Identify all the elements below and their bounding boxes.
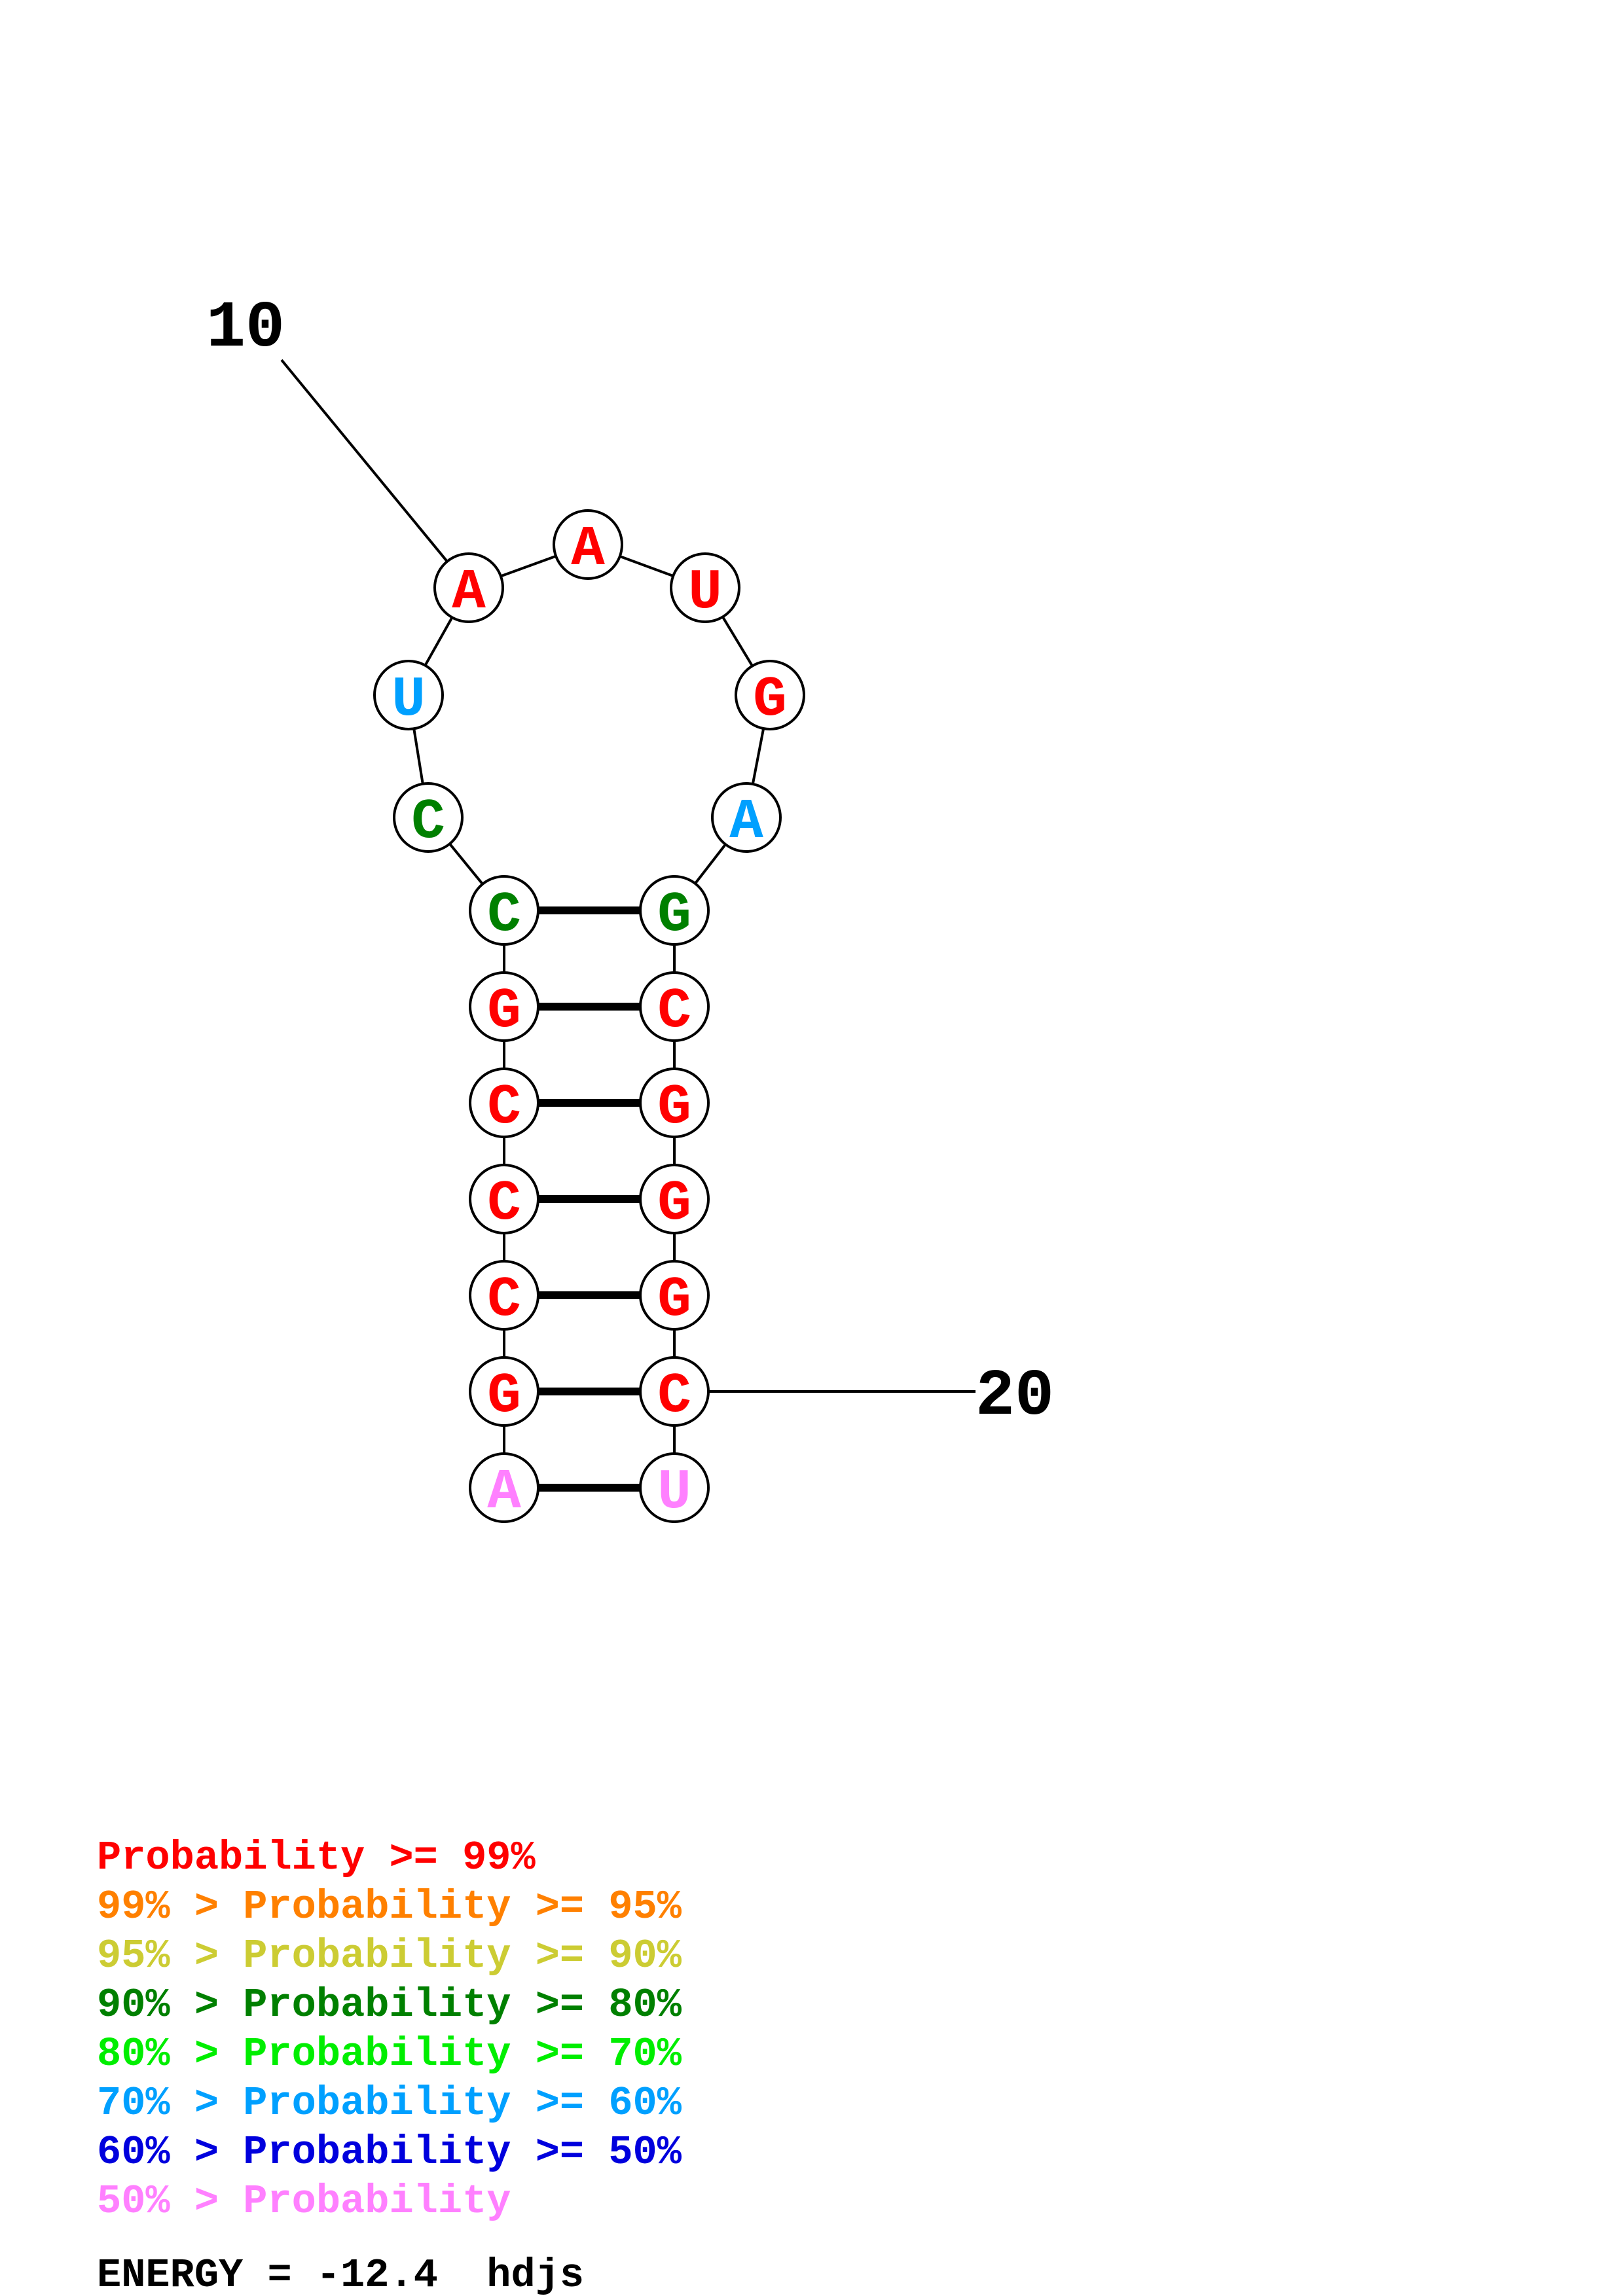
base-pair-layer: [538, 906, 640, 1492]
nucleotide-base: A: [729, 790, 763, 854]
nucleotide-circle: [735, 660, 805, 730]
nucleotide-base: G: [657, 1268, 691, 1332]
nucleotide-base: G: [487, 1364, 521, 1428]
nucleotide-base: C: [487, 1268, 521, 1332]
nucleotide-base: C: [657, 1364, 691, 1428]
nucleotide: C: [469, 875, 539, 947]
nucleotide-circle: [639, 1067, 710, 1138]
nucleotide: A: [711, 782, 782, 854]
position-label: 20: [976, 1360, 1054, 1434]
nucleotide-base: G: [657, 1172, 691, 1236]
nucleotide-circle: [639, 1164, 710, 1234]
nucleotide: C: [469, 1260, 539, 1332]
nucleotide-base: A: [571, 517, 605, 581]
nucleotide-base: U: [657, 1460, 691, 1524]
nucleotide: U: [670, 552, 740, 624]
legend-row: 95% > Probability >= 90%: [97, 1933, 682, 1979]
nucleotide-circle: [639, 1452, 710, 1523]
position-label: 10: [206, 292, 285, 366]
nucleotide-circle: [469, 1067, 539, 1138]
nucleotide: A: [553, 509, 623, 581]
legend-row: 80% > Probability >= 70%: [97, 2031, 682, 2077]
nucleotide-circle: [639, 1260, 710, 1331]
nucleotide: G: [639, 1164, 710, 1236]
nucleotide: A: [433, 552, 504, 624]
probability-legend: Probability >= 99%99% > Probability >= 9…: [97, 1835, 682, 2225]
legend-row: 50% > Probability: [97, 2178, 511, 2225]
nucleotide: G: [639, 1260, 710, 1332]
nucleotide-base: G: [487, 979, 521, 1043]
nucleotide: U: [639, 1452, 710, 1524]
position-label-leader: [280, 359, 470, 589]
nucleotide-circle: [373, 660, 444, 730]
nucleotide-base: C: [487, 1172, 521, 1236]
nucleotide: C: [469, 1067, 539, 1139]
nucleotide: C: [639, 1356, 710, 1428]
nucleotide-circle: [469, 875, 539, 946]
nucleotide: U: [373, 660, 444, 732]
nucleotide-circle: [469, 971, 539, 1042]
nucleotide: G: [469, 971, 539, 1043]
nucleotide-base: G: [753, 668, 787, 732]
legend-row: 70% > Probability >= 60%: [97, 2080, 682, 2126]
legend-row: 99% > Probability >= 95%: [97, 1884, 682, 1930]
nucleotide-circle: [639, 971, 710, 1042]
nucleotide-base: U: [392, 668, 426, 732]
backbone-layer: [407, 543, 771, 1488]
nucleotide-circle: [469, 1164, 539, 1234]
nucleotide: G: [469, 1356, 539, 1428]
nucleotide-circle: [393, 782, 464, 853]
nucleotide-base: C: [657, 979, 691, 1043]
nucleotide: G: [735, 660, 805, 732]
nucleotide: C: [639, 971, 710, 1043]
nucleotide-circle: [553, 509, 623, 580]
nucleotide-base: A: [452, 560, 486, 624]
nucleotide-base: U: [688, 560, 722, 624]
nucleotide: G: [639, 875, 710, 947]
nucleotide-base: C: [487, 883, 521, 947]
legend-row: 60% > Probability >= 50%: [97, 2129, 682, 2176]
legend-row: Probability >= 99%: [97, 1835, 536, 1881]
nucleotide-circle: [433, 552, 504, 623]
nucleotide-base: C: [487, 1075, 521, 1139]
position-label-layer: 10 20: [206, 292, 1054, 1434]
nucleotide-circle: [469, 1260, 539, 1331]
energy-label: ENERGY = -12.4 hdjs: [97, 2252, 584, 2296]
nucleotide-base: C: [411, 790, 445, 854]
nucleotide-circle: [639, 1356, 710, 1427]
nucleotide: G: [639, 1067, 710, 1139]
nucleotide-base: A: [487, 1460, 521, 1524]
nucleotide: C: [469, 1164, 539, 1236]
nucleotide-base: G: [657, 883, 691, 947]
nucleotide: C: [393, 782, 464, 854]
nucleotide-circle: [639, 875, 710, 946]
nucleotide-circle: [469, 1452, 539, 1523]
nucleotide-base: G: [657, 1075, 691, 1139]
nucleotide: A: [469, 1452, 539, 1524]
nucleotide-circle: [469, 1356, 539, 1427]
nucleotide-circle: [711, 782, 782, 853]
legend-row: 90% > Probability >= 80%: [97, 1982, 682, 2028]
nucleotide-circle: [670, 552, 740, 623]
